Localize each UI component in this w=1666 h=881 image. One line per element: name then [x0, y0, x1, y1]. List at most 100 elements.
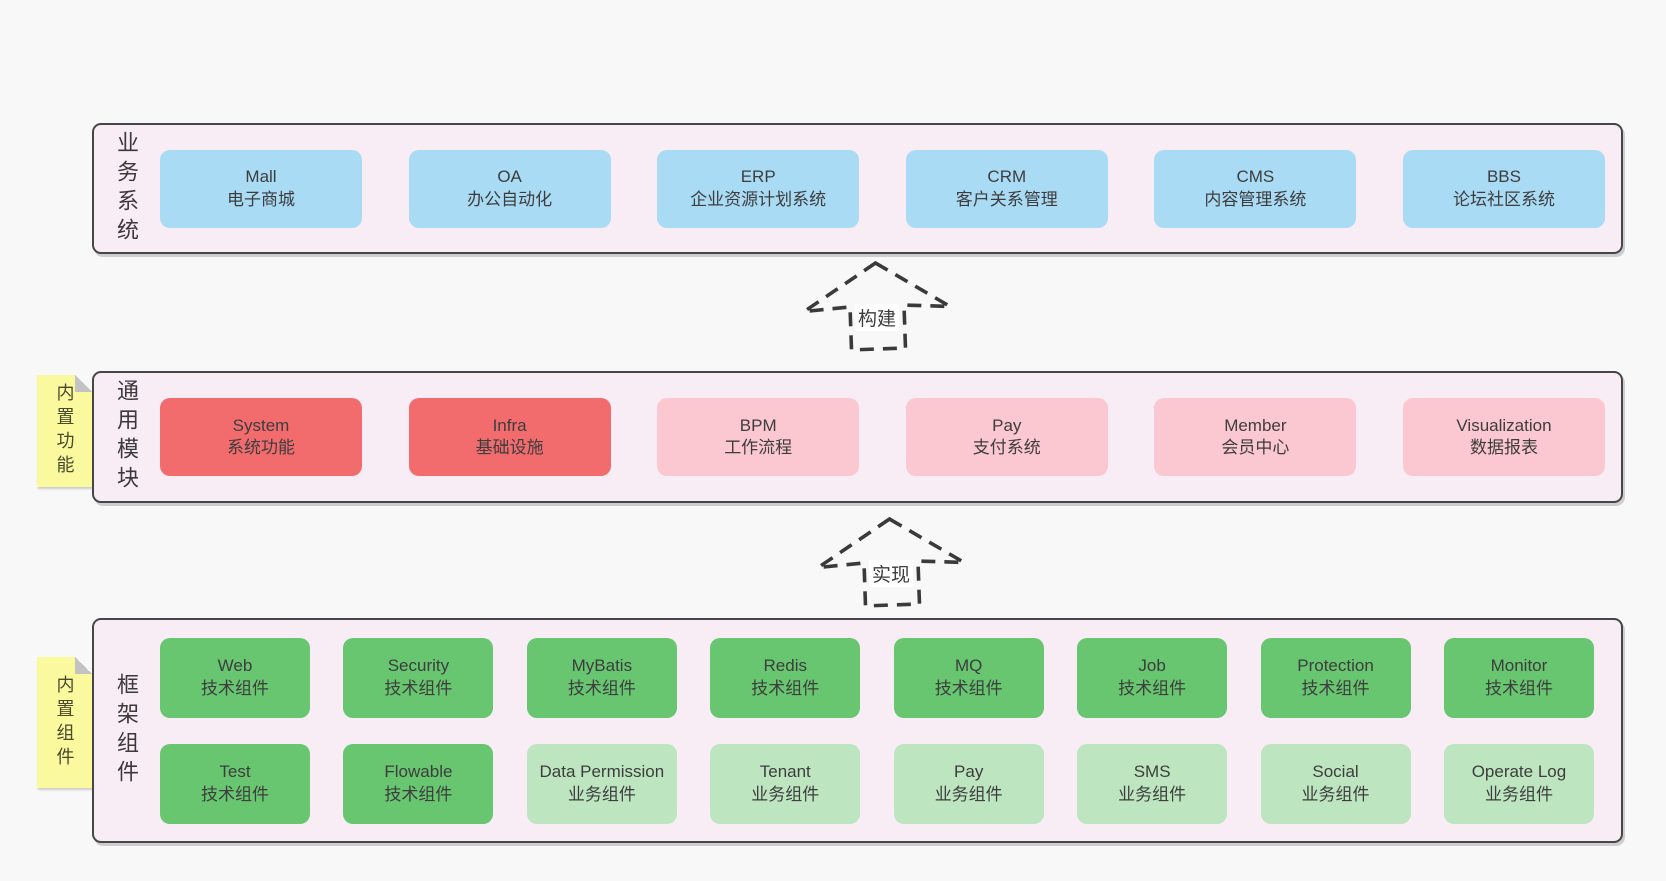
box-name: Test — [219, 762, 251, 782]
box-sms: SMS 业务组件 — [1077, 743, 1228, 824]
box-name: MyBatis — [571, 656, 633, 676]
arrow-build: 构建 — [802, 260, 952, 352]
box-monitor: Monitor 技术组件 — [1443, 637, 1594, 718]
box-name: Infra — [492, 415, 527, 435]
box-subtitle: 技术组件 — [751, 678, 820, 698]
box-subtitle: 业务组件 — [1301, 784, 1370, 804]
box-erp: ERP 企业资源计划系统 — [657, 149, 860, 228]
box-infra: Infra 基础设施 — [408, 398, 611, 476]
box-name: System — [232, 415, 290, 435]
box-name: Tenant — [759, 762, 811, 782]
box-subtitle: 客户关系管理 — [955, 189, 1058, 209]
box-name: Visualization — [1456, 415, 1552, 435]
box-pay-component: Pay 业务组件 — [893, 743, 1044, 824]
box-name: ERP — [740, 167, 776, 187]
box-subtitle: 支付系统 — [972, 438, 1041, 457]
common-modules-row: System 系统功能 Infra 基础设施 BPM 工作流程 Pay 支付系统… — [148, 373, 1621, 501]
layer-common-modules: 通用模块 System 系统功能 Infra 基础设施 BPM 工作流程 Pay… — [92, 371, 1623, 503]
box-job: Job 技术组件 — [1077, 637, 1228, 718]
up-arrow-icon — [817, 516, 965, 608]
box-mybatis: MyBatis 技术组件 — [526, 637, 677, 718]
box-name: Web — [217, 656, 253, 676]
box-subtitle: 业务组件 — [934, 784, 1003, 804]
box-name: Redis — [763, 656, 807, 676]
box-cms: CMS 内容管理系统 — [1154, 149, 1357, 228]
box-subtitle: 技术组件 — [384, 678, 453, 698]
folded-corner-icon — [75, 375, 92, 392]
box-name: Pay — [954, 762, 984, 782]
box-system: System 系统功能 — [160, 398, 362, 476]
box-flowable: Flowable 技术组件 — [343, 743, 494, 824]
box-social: Social 业务组件 — [1260, 743, 1411, 824]
up-arrow-icon — [803, 260, 951, 352]
box-subtitle: 业务组件 — [567, 784, 636, 804]
box-pay-module: Pay 支付系统 — [905, 398, 1108, 476]
box-name: Social — [1312, 762, 1359, 782]
box-name: CMS — [1236, 167, 1275, 187]
box-name: Data Permission — [539, 762, 665, 782]
box-redis: Redis 技术组件 — [710, 637, 861, 718]
box-security: Security 技术组件 — [343, 637, 494, 718]
box-name: Job — [1138, 656, 1166, 676]
box-subtitle: 技术组件 — [201, 784, 269, 804]
box-protection: Protection 技术组件 — [1260, 637, 1411, 718]
box-name: Pay — [992, 415, 1022, 435]
box-name: BBS — [1486, 167, 1521, 187]
box-name: OA — [497, 167, 522, 187]
box-subtitle: 技术组件 — [1118, 678, 1187, 698]
box-operate-log: Operate Log 业务组件 — [1443, 743, 1594, 824]
sticky-note-built-in-components: 内置组件 — [37, 657, 92, 788]
box-test: Test 技术组件 — [160, 743, 310, 824]
box-name: SMS — [1133, 762, 1171, 782]
box-mall: Mall 电子商城 — [160, 149, 362, 228]
box-oa: OA 办公自动化 — [408, 149, 611, 228]
box-subtitle: 会员中心 — [1221, 438, 1290, 457]
box-subtitle: 业务组件 — [1118, 784, 1187, 804]
box-subtitle: 业务组件 — [1484, 784, 1553, 804]
box-visualization: Visualization 数据报表 — [1402, 398, 1605, 476]
box-mq: MQ 技术组件 — [893, 637, 1044, 718]
sticky-note-built-in-features: 内置功能 — [37, 375, 92, 487]
box-name: Security — [387, 656, 450, 676]
sticky-note-label: 内置功能 — [54, 383, 75, 479]
box-subtitle: 技术组件 — [567, 678, 636, 698]
box-subtitle: 技术组件 — [934, 678, 1003, 698]
layer-business-systems: 业务系统 Mall 电子商城 OA 办公自动化 ERP 企业资源计划系统 CRM… — [92, 123, 1623, 254]
layer-framework-components: 框架组件 Web 技术组件 Security 技术组件 MyBatis 技术组件… — [92, 618, 1623, 843]
business-systems-row: Mall 电子商城 OA 办公自动化 ERP 企业资源计划系统 CRM 客户关系… — [148, 125, 1621, 252]
framework-components-layer-label: 框架组件 — [114, 672, 139, 789]
box-subtitle: 工作流程 — [724, 438, 793, 457]
box-subtitle: 电子商城 — [227, 189, 295, 209]
arrow-implement-label: 实现 — [868, 560, 914, 587]
box-name: Monitor — [1490, 656, 1548, 676]
box-bpm: BPM 工作流程 — [657, 398, 860, 476]
box-subtitle: 内容管理系统 — [1204, 189, 1307, 209]
box-subtitle: 数据报表 — [1469, 438, 1538, 457]
box-subtitle: 系统功能 — [227, 438, 295, 457]
box-name: CRM — [987, 167, 1027, 187]
box-name: Member — [1224, 415, 1287, 435]
common-modules-layer-label: 通用模块 — [114, 379, 139, 495]
box-subtitle: 技术组件 — [1301, 678, 1370, 698]
box-name: BPM — [739, 415, 777, 435]
box-subtitle: 技术组件 — [1484, 678, 1553, 698]
business-components-row: Test 技术组件 Flowable 技术组件 Data Permission … — [160, 743, 1594, 824]
framework-components-grid: Web 技术组件 Security 技术组件 MyBatis 技术组件 Redi… — [148, 620, 1621, 841]
box-member: Member 会员中心 — [1154, 398, 1357, 476]
box-web: Web 技术组件 — [160, 637, 310, 718]
box-subtitle: 办公自动化 — [467, 189, 553, 209]
box-subtitle: 基础设施 — [475, 438, 544, 457]
box-tenant: Tenant 业务组件 — [710, 743, 861, 824]
arrow-build-label: 构建 — [854, 304, 900, 331]
box-name: Mall — [245, 167, 277, 187]
box-data-permission: Data Permission 业务组件 — [526, 743, 677, 824]
box-subtitle: 业务组件 — [751, 784, 820, 804]
arrow-implement: 实现 — [816, 516, 966, 608]
box-bbs: BBS 论坛社区系统 — [1402, 149, 1605, 228]
box-name: Operate Log — [1471, 762, 1567, 782]
folded-corner-icon — [75, 657, 92, 674]
box-subtitle: 技术组件 — [384, 784, 453, 804]
box-subtitle: 企业资源计划系统 — [690, 189, 827, 209]
box-name: Flowable — [384, 762, 453, 782]
box-subtitle: 技术组件 — [201, 678, 269, 698]
